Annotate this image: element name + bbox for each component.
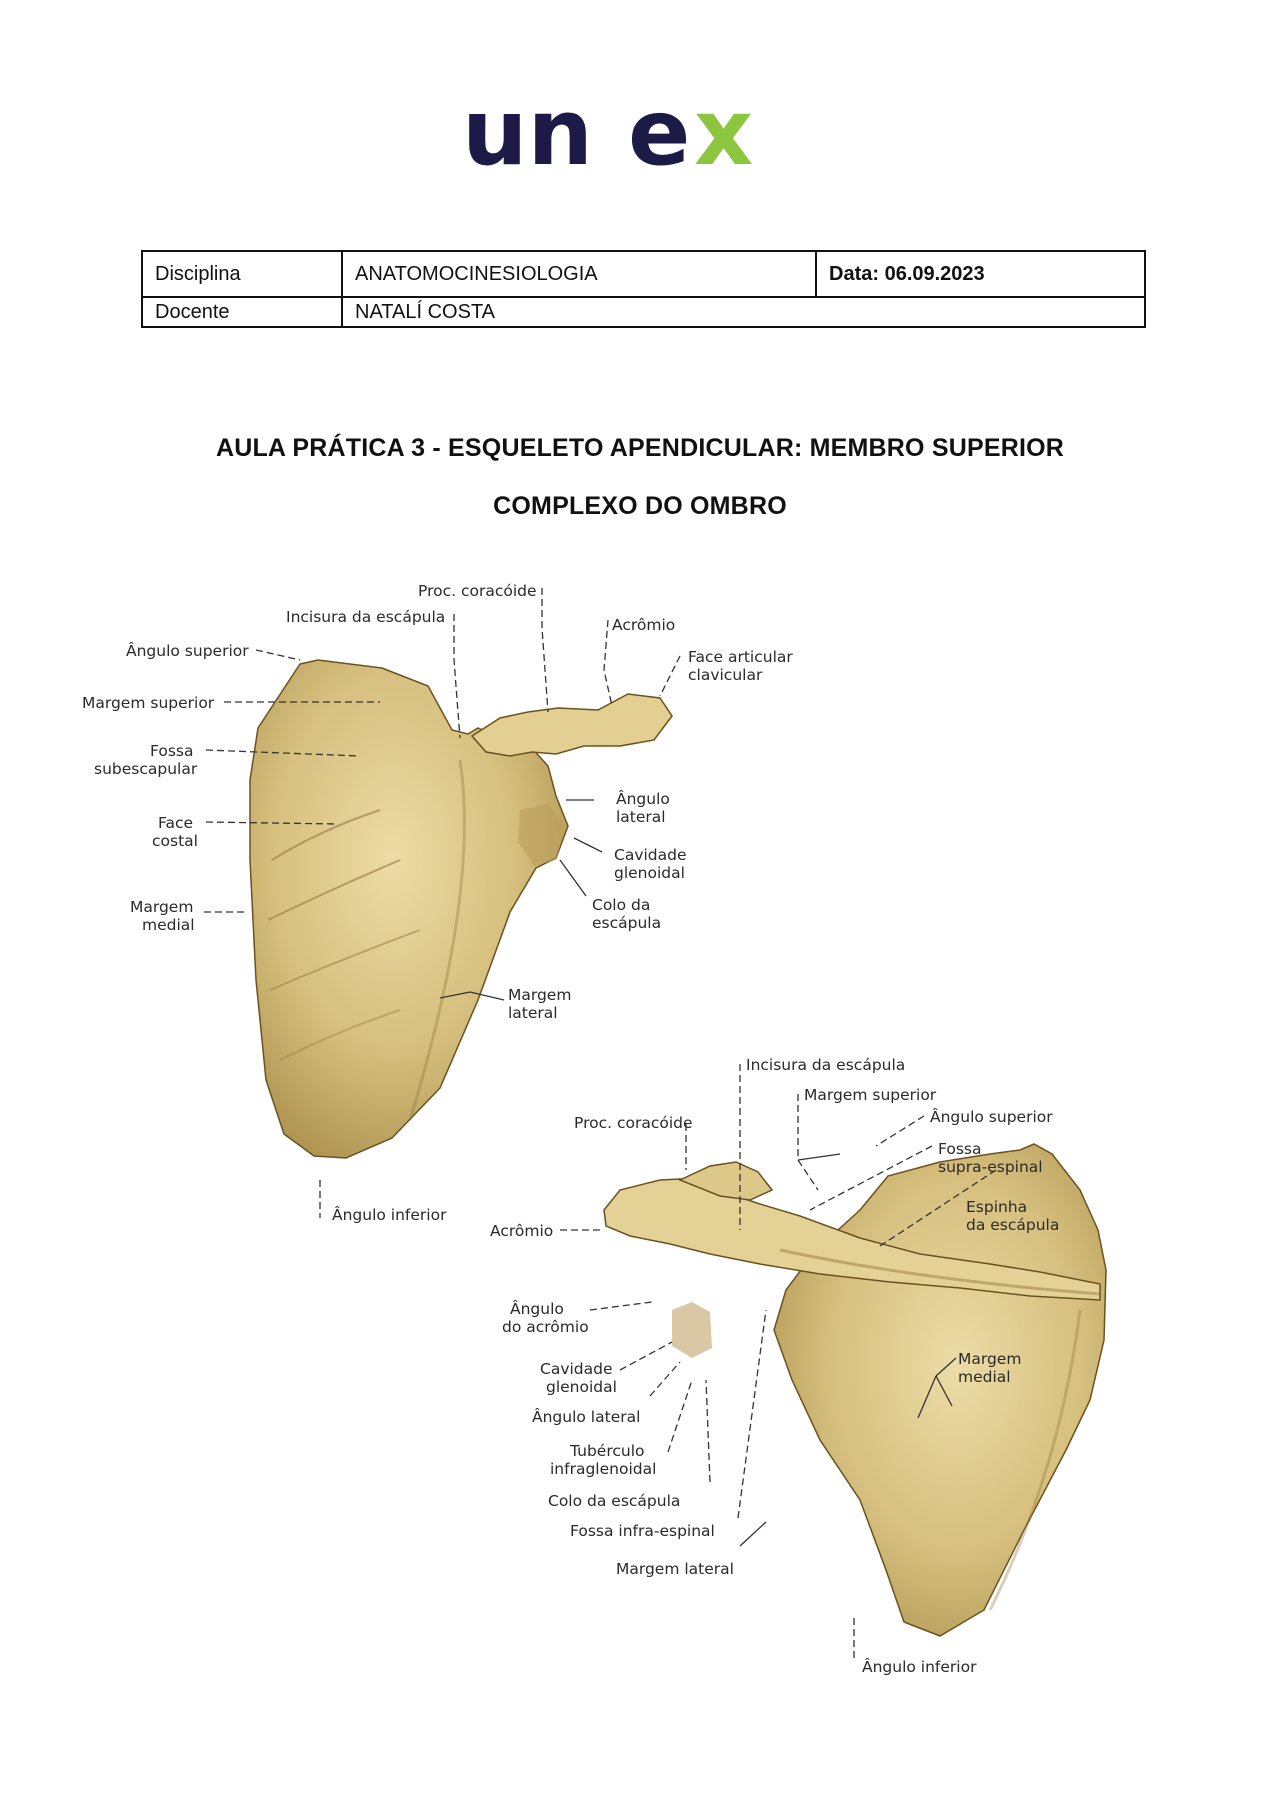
label-post-angulo-superior: Ângulo superior	[930, 1107, 1053, 1126]
teacher-value: NATALÍ COSTA	[341, 296, 1146, 328]
label-post-margem-superior: Margem superior	[804, 1086, 937, 1104]
unex-logo: un e x	[462, 92, 753, 182]
date-cell: Data: 06.09.2023	[815, 250, 1146, 298]
label-post-espinha-1: Espinha	[966, 1198, 1027, 1216]
label-fossa-2: subescapular	[94, 760, 198, 778]
discipline-value: ANATOMOCINESIOLOGIA	[341, 250, 817, 298]
label-post-cavidade-2: glenoidal	[546, 1378, 617, 1396]
label-post-margem-lateral: Margem lateral	[616, 1560, 734, 1578]
teacher-label: Docente	[141, 296, 343, 328]
label-post-proc-coracoide: Proc. coracóide	[574, 1114, 693, 1132]
label-margem-medial-1: Margem	[130, 898, 193, 916]
scapula-anterior-figure: Proc. coracóide Incisura da escápula Acr…	[82, 582, 793, 1224]
label-colo-2: escápula	[592, 914, 661, 932]
scapula-anterior-illustration	[249, 659, 673, 1159]
date-value: 06.09.2023	[884, 262, 985, 285]
label-margem-medial-2: medial	[142, 916, 195, 934]
label-post-angulo-lateral: Ângulo lateral	[532, 1407, 640, 1426]
label-face-articular-2: clavicular	[688, 666, 763, 684]
scapula-posterior-illustration	[603, 1143, 1107, 1637]
logo-text-x: x	[694, 92, 753, 182]
label-post-angulo-inferior: Ângulo inferior	[862, 1657, 977, 1676]
label-post-tuberculo-1: Tubérculo	[569, 1442, 644, 1460]
label-face-costal-1: Face	[158, 814, 193, 832]
label-margem-superior: Margem superior	[82, 694, 215, 712]
logo-text-e: e	[628, 92, 690, 182]
label-angulo-lateral-2: lateral	[616, 808, 666, 826]
date-label: Data:	[829, 262, 880, 285]
label-cavidade-2: glenoidal	[614, 864, 685, 882]
label-face-costal-2: costal	[152, 832, 198, 850]
discipline-label: Disciplina	[141, 250, 343, 298]
label-margem-lateral-2: lateral	[508, 1004, 558, 1022]
page-title: AULA PRÁTICA 3 - ESQUELETO APENDICULAR: …	[215, 434, 1065, 462]
label-angulo-lateral-1: Ângulo	[616, 789, 670, 808]
label-angulo-inferior: Ângulo inferior	[332, 1205, 447, 1224]
logo-text-un: un	[462, 92, 593, 182]
info-row-discipline: Disciplina ANATOMOCINESIOLOGIA Data: 06.…	[141, 250, 1146, 298]
label-fossa-1: Fossa	[150, 742, 194, 760]
label-post-espinha-2: da escápula	[966, 1216, 1059, 1234]
label-face-articular-1: Face articular	[688, 648, 793, 666]
label-angulo-superior: Ângulo superior	[126, 641, 249, 660]
page-subtitle: COMPLEXO DO OMBRO	[493, 492, 787, 520]
label-post-fossa-supra-2: supra-espinal	[938, 1158, 1043, 1176]
label-post-incisura: Incisura da escápula	[746, 1056, 905, 1074]
label-post-cavidade-1: Cavidade	[540, 1360, 613, 1378]
label-acromio: Acrômio	[612, 616, 675, 634]
label-post-colo: Colo da escápula	[548, 1492, 680, 1510]
info-row-teacher: Docente NATALÍ COSTA	[141, 296, 1146, 328]
course-info-table: Disciplina ANATOMOCINESIOLOGIA Data: 06.…	[141, 250, 1146, 328]
label-post-fossa-infra: Fossa infra-espinal	[570, 1522, 715, 1540]
label-post-angulo-acromio-2: do acrômio	[502, 1318, 589, 1336]
label-margem-lateral-1: Margem	[508, 986, 571, 1004]
scapula-posterior-figure: Incisura da escápula Margem superior Pro…	[490, 1056, 1107, 1676]
label-post-angulo-acromio-1: Ângulo	[510, 1299, 564, 1318]
label-post-margem-medial-2: medial	[958, 1368, 1011, 1386]
label-proc-coracoide: Proc. coracóide	[418, 582, 537, 600]
label-post-tuberculo-2: infraglenoidal	[550, 1460, 656, 1478]
label-colo-1: Colo da	[592, 896, 650, 914]
label-post-fossa-supra-1: Fossa	[938, 1140, 982, 1158]
label-cavidade-1: Cavidade	[614, 846, 687, 864]
label-post-margem-medial-1: Margem	[958, 1350, 1021, 1368]
label-post-acromio: Acrômio	[490, 1222, 553, 1240]
label-incisura-escapula: Incisura da escápula	[286, 608, 445, 626]
